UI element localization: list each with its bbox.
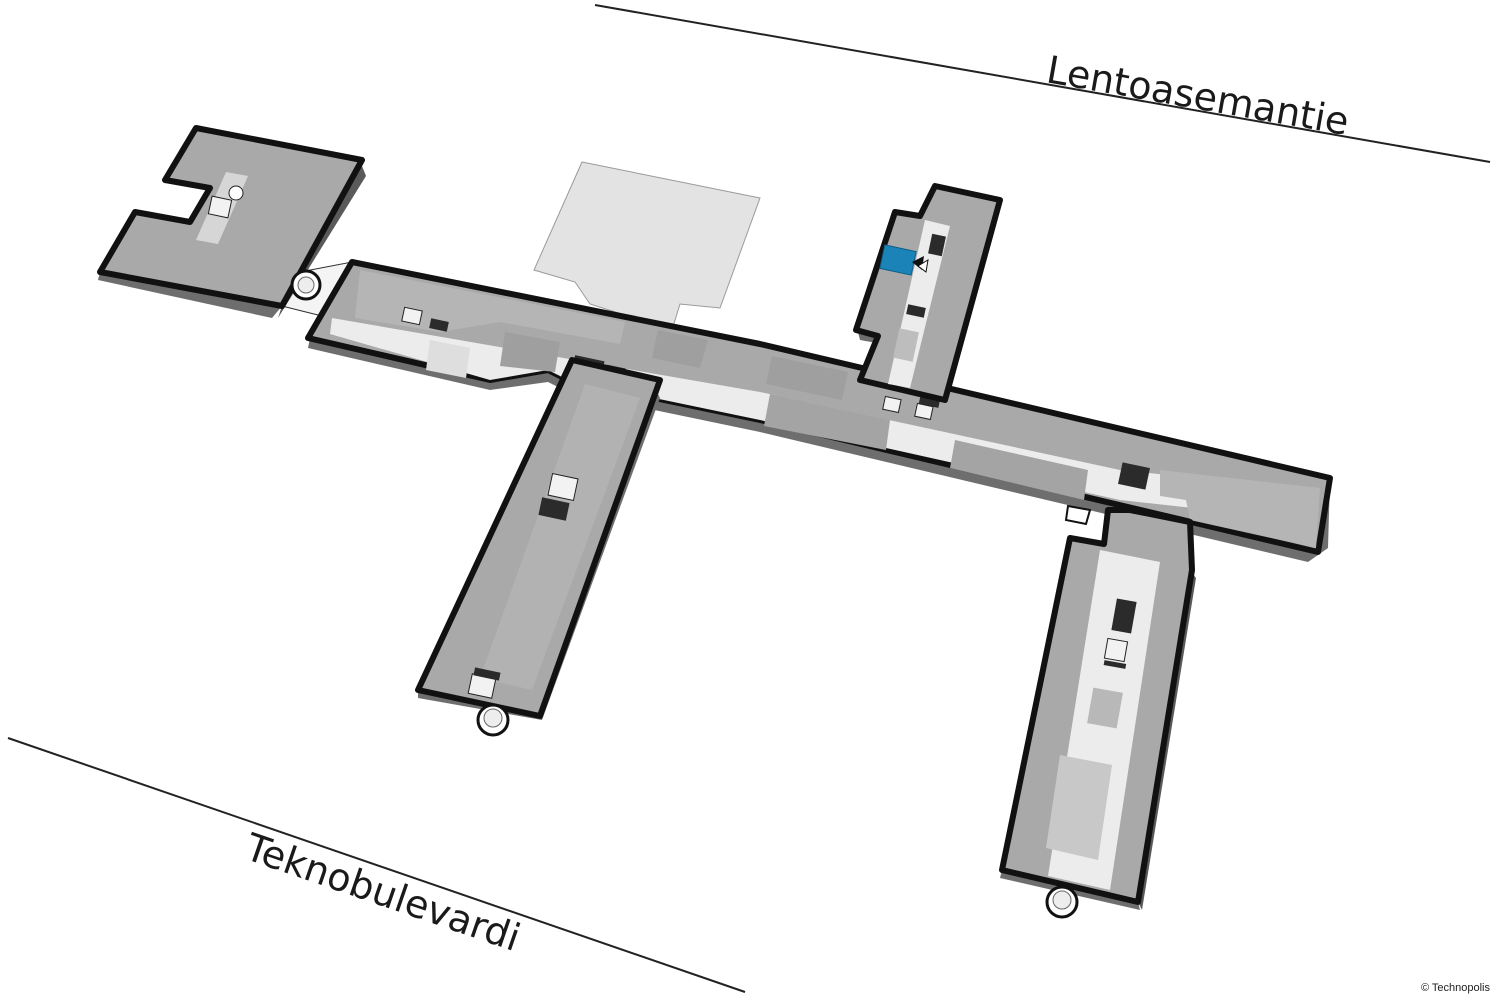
room-block <box>893 328 919 362</box>
location-marker-icon <box>917 259 929 273</box>
west-annex <box>97 125 366 318</box>
room-block <box>355 270 625 344</box>
entrance-icon <box>1045 885 1079 919</box>
service-core <box>906 304 926 318</box>
street-label-south: Teknobulevardi <box>239 825 526 960</box>
room-highlight[interactable] <box>879 244 917 276</box>
elevator-icon <box>207 195 233 219</box>
junction-notch <box>1064 504 1092 526</box>
service-core <box>1103 660 1127 669</box>
elevator-icon <box>547 472 579 502</box>
street-line-south <box>7 737 746 993</box>
room-block <box>1087 687 1123 729</box>
elevator-icon <box>401 306 423 326</box>
street-label-north: Lentoasemantie <box>1043 48 1352 144</box>
north-wing <box>853 183 1003 403</box>
service-core <box>538 497 570 521</box>
elevator-icon <box>882 395 902 414</box>
room-block <box>426 340 470 378</box>
street-line-north <box>594 4 1491 163</box>
wing-inner-room <box>1046 755 1112 860</box>
entrance-icon <box>476 703 510 737</box>
room-block <box>652 330 708 368</box>
stair-icon <box>228 185 244 201</box>
south-east-wing <box>999 507 1196 910</box>
elevator-icon <box>1103 637 1129 663</box>
service-core <box>473 667 501 681</box>
room-block <box>500 332 560 372</box>
service-core <box>928 233 946 257</box>
elevator-icon <box>914 402 934 421</box>
room-block <box>1160 470 1320 548</box>
service-core <box>1111 598 1137 634</box>
room-block <box>764 394 890 450</box>
service-core <box>1118 462 1150 490</box>
room-block <box>766 356 848 400</box>
wing-inner-room <box>480 384 640 690</box>
room-block <box>950 440 1088 500</box>
south-west-wing <box>415 357 663 720</box>
service-core <box>429 318 449 332</box>
entrance-icon <box>290 269 322 301</box>
main-wing-side <box>308 338 1330 562</box>
copyright-notice: © Technopolis <box>1420 982 1490 994</box>
